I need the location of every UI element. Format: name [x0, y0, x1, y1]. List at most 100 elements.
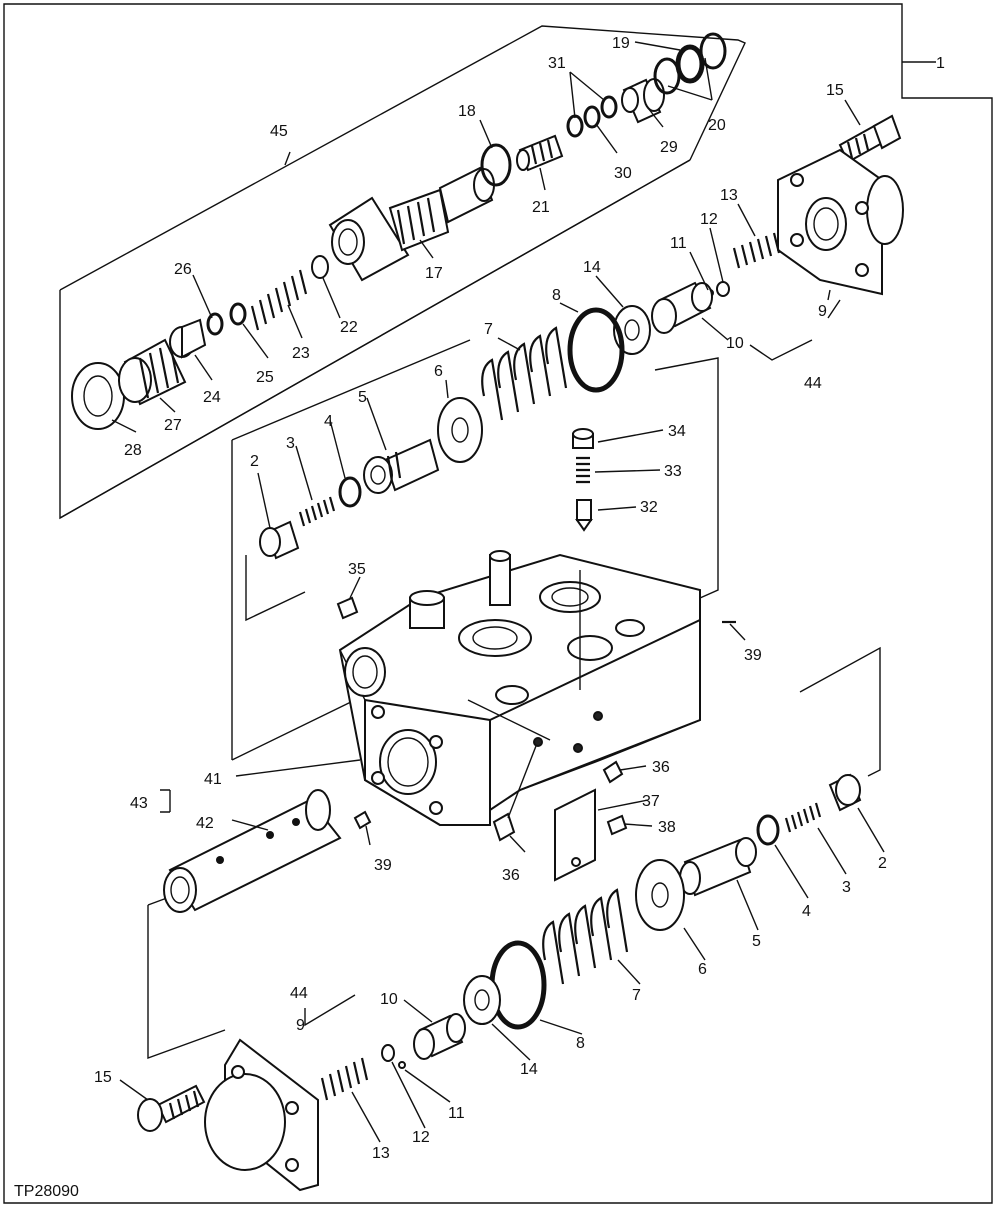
- label-15-upper: 15: [826, 82, 844, 99]
- part-21-poppet: [516, 134, 564, 172]
- label-41: 41: [204, 771, 222, 788]
- part-6-washer-upper: [437, 397, 483, 463]
- label-3-upper: 3: [286, 435, 295, 452]
- part-15-bolt-lower: [137, 1084, 206, 1132]
- part-35-plug: [336, 596, 359, 620]
- label-14-lower: 14: [520, 1061, 538, 1078]
- label-44-upper: 44: [804, 375, 822, 392]
- part-11-ball-lower: [398, 1061, 406, 1069]
- label-39-lower: 39: [374, 857, 392, 874]
- part-18-oring: [480, 143, 512, 187]
- label-28: 28: [124, 442, 142, 459]
- part-17-relief-body: [328, 166, 495, 282]
- label-43: 43: [130, 795, 148, 812]
- label-11-lower: 11: [448, 1105, 465, 1122]
- label-10-upper: 10: [726, 335, 744, 352]
- label-25: 25: [256, 369, 274, 386]
- label-31: 31: [548, 55, 566, 72]
- label-2-upper: 2: [250, 453, 259, 470]
- label-5-upper: 5: [358, 389, 367, 406]
- label-5-lower: 5: [752, 933, 761, 950]
- label-24: 24: [203, 389, 221, 406]
- part-34-cap-screw: [572, 428, 594, 449]
- label-17: 17: [425, 265, 443, 282]
- label-6-lower: 6: [698, 961, 707, 978]
- label-42: 42: [196, 815, 214, 832]
- label-1: 1: [936, 55, 945, 72]
- part-15-bolt-upper: [838, 114, 902, 164]
- part-26-ring: [206, 312, 224, 336]
- label-35: 35: [348, 561, 366, 578]
- label-37: 37: [642, 793, 660, 810]
- label-8-lower: 8: [576, 1035, 585, 1052]
- part-39-screw-lower: [353, 810, 372, 830]
- part-12-washer-upper: [716, 281, 730, 297]
- label-10-lower: 10: [380, 991, 398, 1008]
- label-15-lower: 15: [94, 1069, 112, 1086]
- part-12-washer-lower: [381, 1044, 395, 1062]
- figure-id: TP28090: [14, 1183, 79, 1200]
- part-4-oring-lower: [756, 814, 780, 846]
- part-32-pin: [575, 499, 593, 532]
- part-37-plate: [554, 788, 596, 882]
- label-4-lower: 4: [802, 903, 811, 920]
- label-27: 27: [164, 417, 182, 434]
- label-22: 22: [340, 319, 358, 336]
- group-45-outline: [59, 25, 746, 520]
- part-25-oring: [229, 302, 247, 326]
- part-3-spring-upper: [298, 496, 336, 527]
- part-2-cap-lower: [828, 773, 862, 812]
- part-2-cap-upper: [259, 520, 300, 560]
- label-9-upper: 9: [818, 303, 827, 320]
- label-11-upper: 11: [670, 235, 687, 252]
- part-5-spool-lower: [679, 837, 757, 897]
- part-9-cover-lower: [204, 1038, 319, 1192]
- label-34: 34: [668, 423, 686, 440]
- part-33-spring: [576, 456, 590, 484]
- label-44-lower: 44: [290, 985, 308, 1002]
- label-29: 29: [660, 139, 678, 156]
- label-32: 32: [640, 499, 658, 516]
- part-14-washer-lower: [463, 975, 501, 1025]
- label-19: 19: [612, 35, 630, 52]
- label-38: 38: [658, 819, 676, 836]
- label-12-lower: 12: [412, 1129, 430, 1146]
- label-13-upper: 13: [720, 187, 738, 204]
- part-20-ring-right: [699, 32, 727, 70]
- part-38-screw: [606, 814, 628, 836]
- part-27-cap: [118, 338, 187, 406]
- part-31-ring-right: [600, 95, 618, 119]
- part-4-oring-upper: [338, 476, 362, 508]
- part-13-spring-lower: [320, 1057, 369, 1101]
- group-upper-spool-outline: [231, 339, 719, 761]
- label-23: 23: [292, 345, 310, 362]
- label-3-lower: 3: [842, 879, 851, 896]
- part-10-plug-upper: [651, 281, 713, 334]
- label-36-lower: 36: [502, 867, 520, 884]
- label-20: 20: [708, 117, 726, 134]
- label-7-upper: 7: [484, 321, 493, 338]
- label-13-lower: 13: [372, 1145, 390, 1162]
- part-7-spring-upper: [481, 326, 568, 421]
- part-31-ring-left: [566, 114, 584, 138]
- label-26: 26: [174, 261, 192, 278]
- part-10-plug-lower: [413, 1013, 466, 1060]
- label-18: 18: [458, 103, 476, 120]
- valve-body: [338, 550, 701, 827]
- part-9-cover-upper: [777, 148, 904, 296]
- part-24-plug: [169, 318, 207, 359]
- part-28-nut: [71, 362, 125, 430]
- label-30: 30: [614, 165, 632, 182]
- label-39-right: 39: [744, 647, 762, 664]
- label-4-upper: 4: [324, 413, 333, 430]
- label-9-lower: 9: [296, 1017, 305, 1034]
- part-13-spring-upper: [732, 232, 781, 269]
- callout-labels: 1 19 20 31 30 29 18 21 45 17 22 23 25 26…: [14, 35, 945, 1200]
- part-8-oring-lower: [489, 940, 547, 1030]
- part-6-washer-lower: [635, 859, 685, 931]
- part-30-oring: [583, 105, 601, 129]
- part-23-spring: [250, 269, 308, 331]
- part-42-spool: [163, 789, 342, 913]
- label-12-upper: 12: [700, 211, 718, 228]
